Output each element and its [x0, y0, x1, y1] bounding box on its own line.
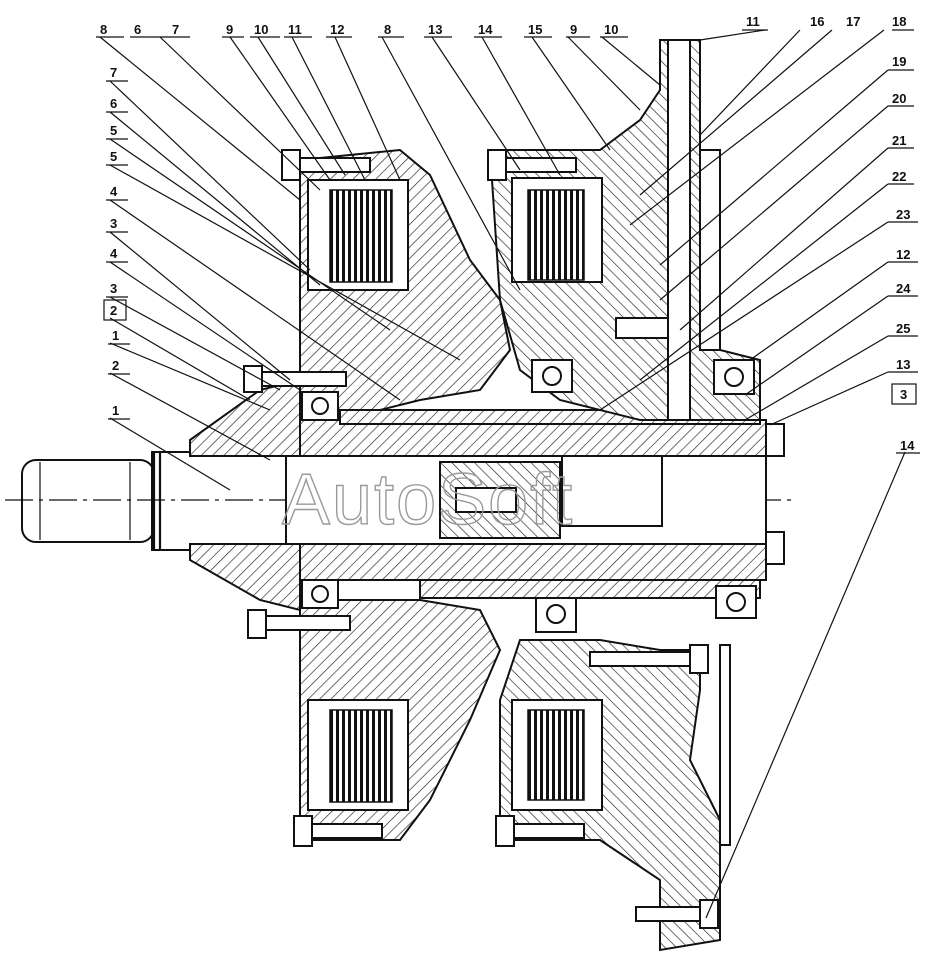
callout-12a: 12 — [330, 22, 344, 37]
callout-3a: 3 — [110, 216, 117, 231]
callout-labels: 8 6 7 9 10 11 12 8 13 14 15 9 10 11 16 1… — [96, 14, 920, 454]
callout-1b: 1 — [112, 403, 119, 418]
callout-16: 16 — [810, 14, 824, 29]
leader-lines — [99, 29, 906, 919]
callout-25: 25 — [896, 321, 910, 336]
callout-10a: 10 — [254, 22, 268, 37]
callout-3b: 3 — [900, 387, 907, 402]
bolts — [243, 149, 785, 929]
clutch-pack-lower-right — [511, 699, 603, 811]
clutch-pack-upper-right — [511, 177, 603, 283]
callout-10b: 10 — [604, 22, 618, 37]
callout-13b: 13 — [896, 357, 910, 372]
callout-23: 23 — [896, 207, 910, 222]
callout-8a: 8 — [100, 22, 107, 37]
callout-4a: 4 — [110, 184, 118, 199]
callout-22: 22 — [892, 169, 906, 184]
callout-3c: 3 — [110, 281, 117, 296]
callout-6b: 6 — [110, 96, 117, 111]
bearings — [301, 359, 757, 633]
callout-5a: 5 — [110, 123, 117, 138]
clutch-pack-upper-left — [307, 179, 409, 291]
watermark: AutoSoft — [282, 460, 574, 540]
callout-7a: 7 — [172, 22, 179, 37]
callout-2a: 2 — [110, 303, 117, 318]
callout-1a: 1 — [112, 328, 119, 343]
callout-11b: 11 — [746, 14, 760, 29]
callout-14a: 14 — [478, 22, 493, 37]
callout-19: 19 — [892, 54, 906, 69]
callout-21: 21 — [892, 133, 906, 148]
callout-18: 18 — [892, 14, 906, 29]
clutch-pack-lower-left — [307, 699, 409, 811]
callout-17: 17 — [846, 14, 860, 29]
callout-5b: 5 — [110, 149, 117, 164]
callout-9b: 9 — [570, 22, 577, 37]
callout-14b: 14 — [900, 438, 915, 453]
callout-6a: 6 — [134, 22, 141, 37]
callout-24: 24 — [896, 281, 911, 296]
input-shaft — [5, 451, 795, 551]
callout-8b: 8 — [384, 22, 391, 37]
callout-7b: 7 — [110, 65, 117, 80]
callout-20: 20 — [892, 91, 906, 106]
callout-2b: 2 — [112, 358, 119, 373]
callout-12b: 12 — [896, 247, 910, 262]
callout-9a: 9 — [226, 22, 233, 37]
callout-13a: 13 — [428, 22, 442, 37]
callout-4b: 4 — [110, 246, 118, 261]
callout-11a: 11 — [288, 22, 302, 37]
callout-15: 15 — [528, 22, 542, 37]
